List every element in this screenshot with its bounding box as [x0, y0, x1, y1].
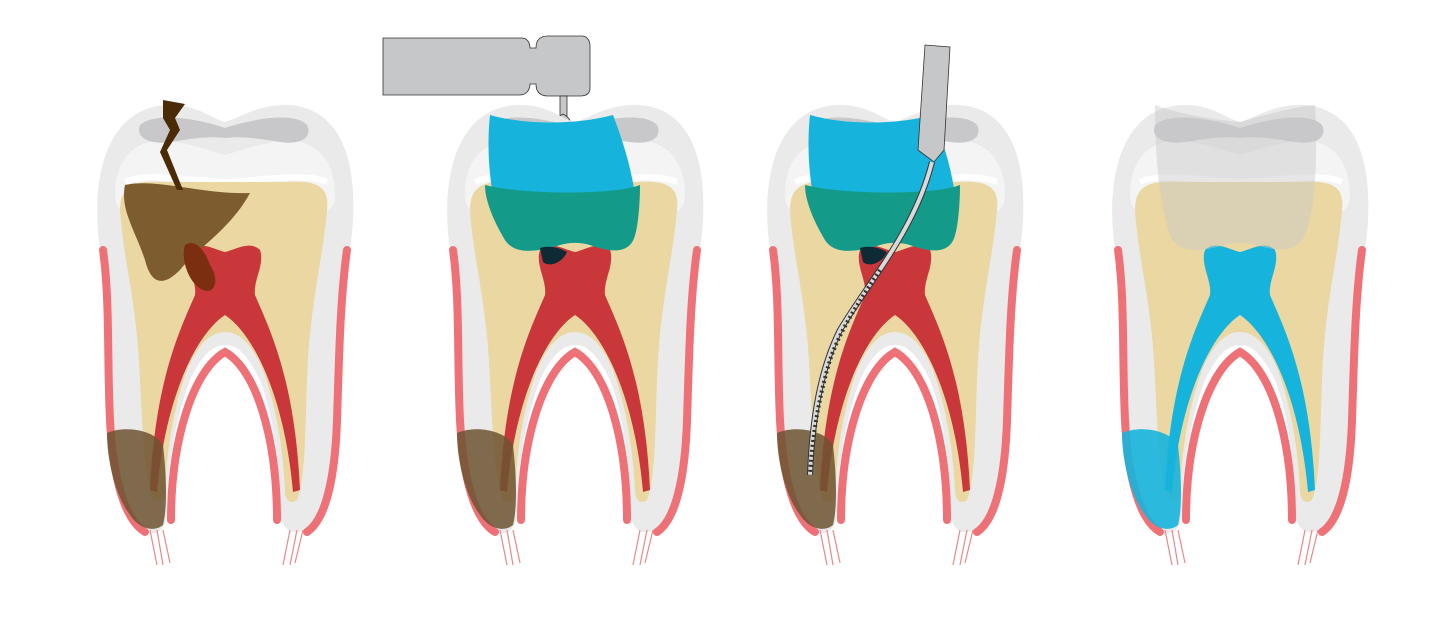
endodontic-file — [807, 44, 951, 476]
decay-region — [124, 183, 250, 281]
tooth-filled — [1112, 105, 1368, 565]
decay-spot — [183, 242, 216, 291]
crown-filling — [1155, 105, 1317, 250]
tooth-drilled — [447, 105, 703, 565]
tooth-decayed — [97, 100, 353, 565]
cavity-lower — [485, 185, 640, 251]
abscess — [777, 429, 836, 529]
abscess-filled — [1122, 429, 1181, 529]
abscess — [107, 429, 166, 529]
cavity-lower — [805, 185, 960, 251]
abscess — [457, 429, 516, 529]
pulp-opening — [860, 246, 887, 265]
pulp-opening — [540, 246, 567, 265]
tooth-canal-cleaning — [767, 105, 1023, 565]
crack-icon — [160, 100, 185, 190]
